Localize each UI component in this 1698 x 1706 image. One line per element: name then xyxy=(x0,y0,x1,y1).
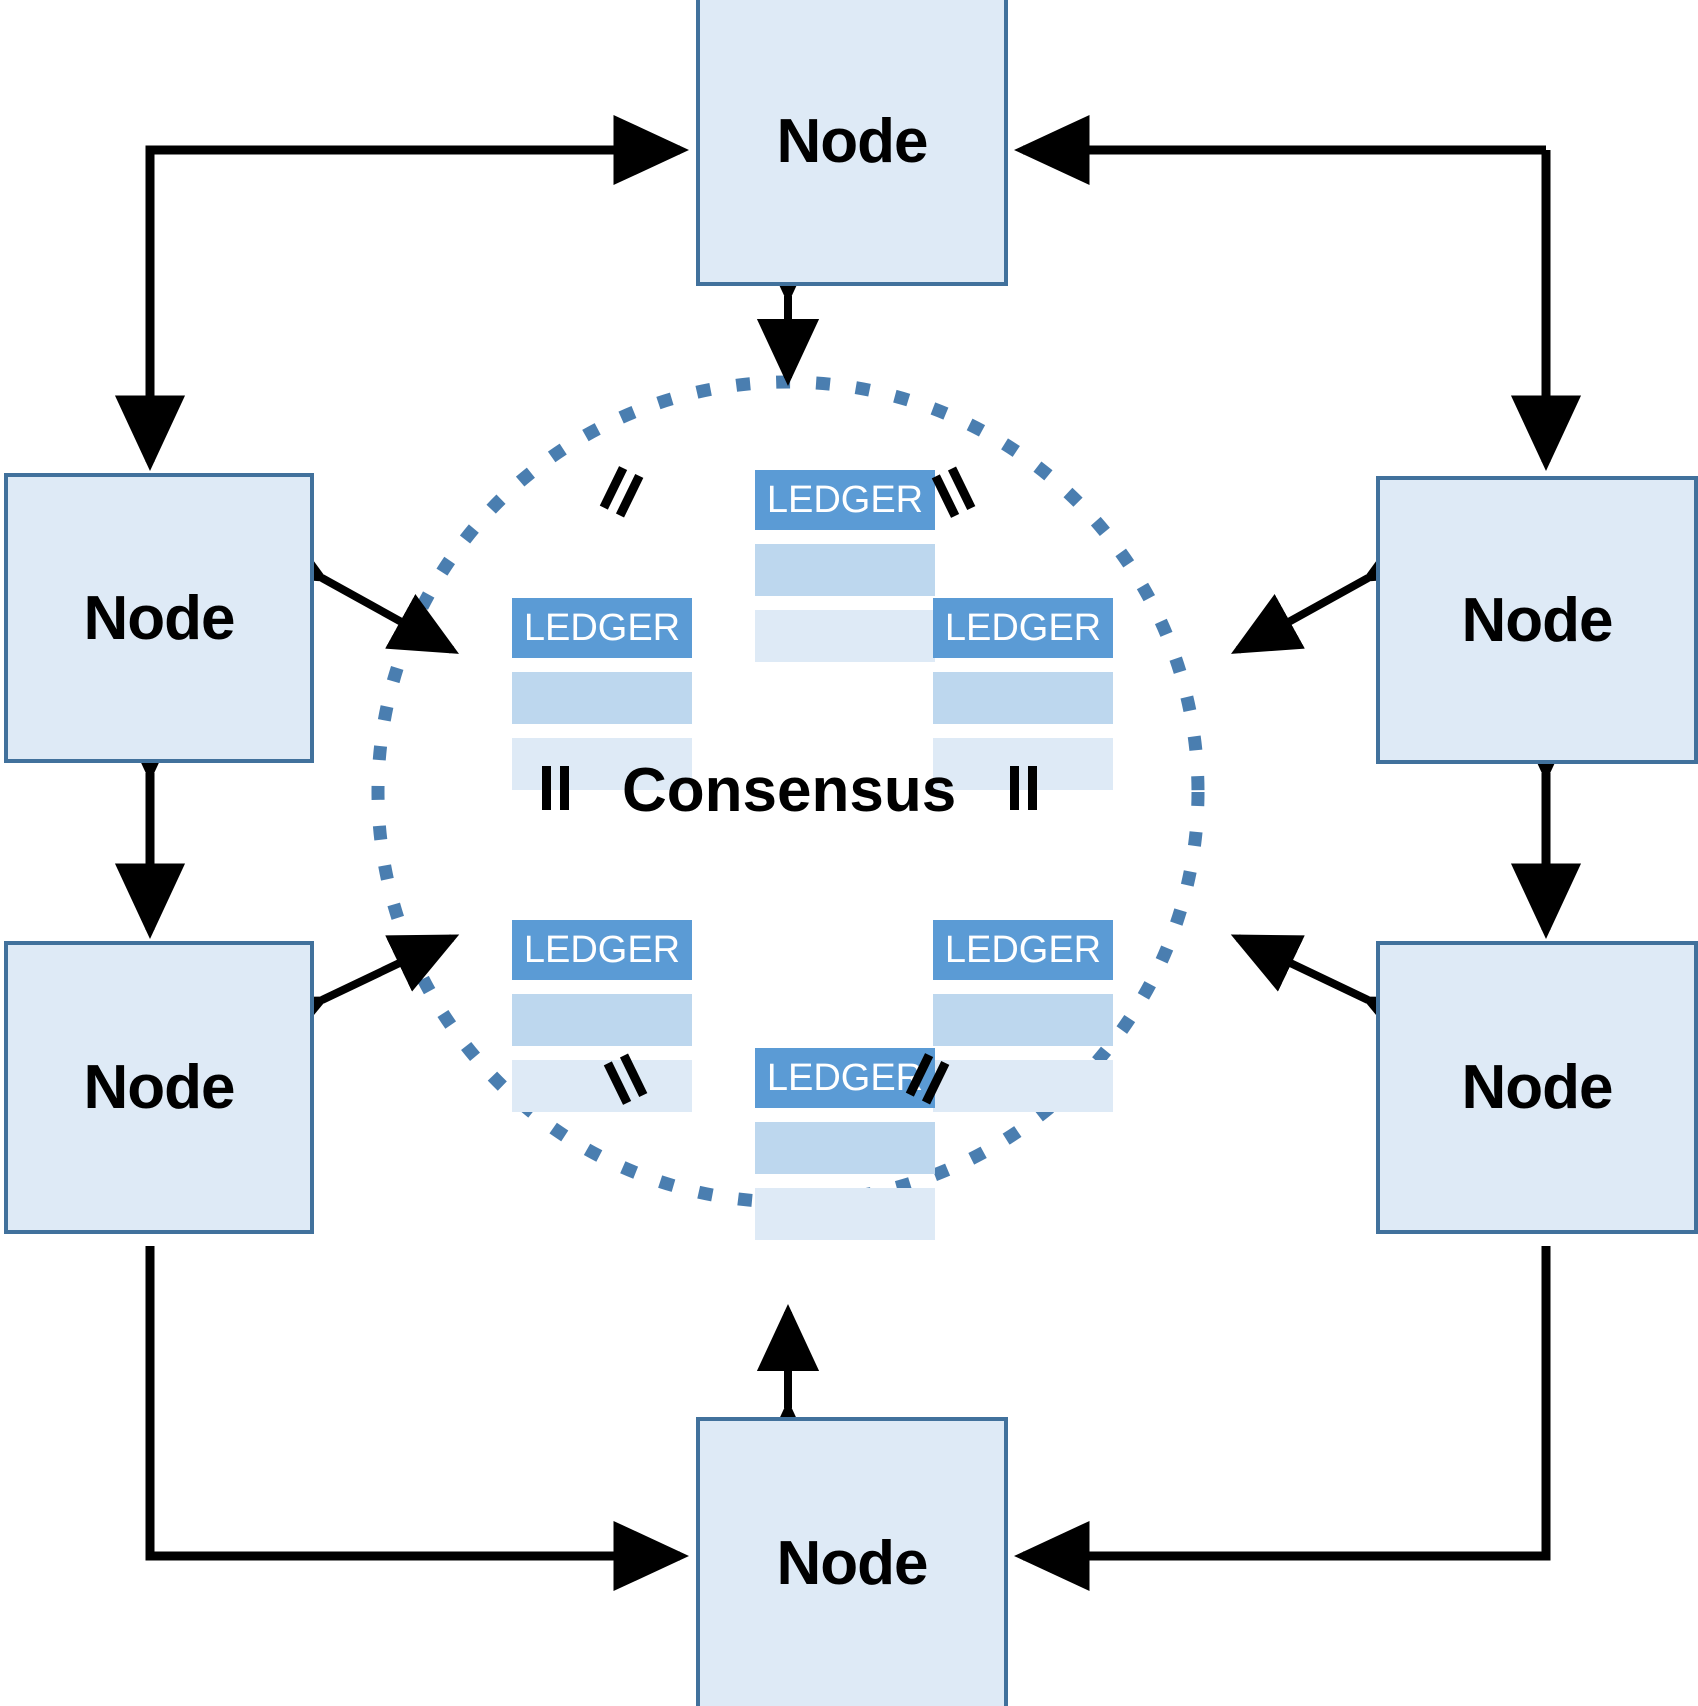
equals-icon-mid-right xyxy=(1002,766,1046,810)
ledger-header: LEDGER xyxy=(755,470,935,530)
link-left-upper-from-top xyxy=(145,114,689,462)
ledger-stack-upper-left[interactable]: LEDGER xyxy=(512,598,692,790)
equals-icon-top-left xyxy=(593,463,652,522)
node-box-left-upper[interactable]: Node xyxy=(4,473,314,763)
node-box-bottom[interactable]: Node xyxy=(696,1417,1008,1706)
ledger-header: LEDGER xyxy=(512,598,692,658)
ledger-row xyxy=(755,1188,935,1240)
consensus-label: Consensus xyxy=(622,756,957,825)
node-box-right-upper[interactable]: Node xyxy=(1376,476,1698,764)
node-label: Node xyxy=(776,106,929,176)
ledger-row xyxy=(512,672,692,724)
ledger-stack-upper-right[interactable]: LEDGER xyxy=(933,598,1113,790)
ledger-row xyxy=(512,994,692,1046)
link-right-lower-to-center xyxy=(1230,934,1435,1054)
node-label: Node xyxy=(1461,585,1614,655)
link-right-lower-to-bottom xyxy=(1014,1246,1551,1592)
link-left-upper-to-center xyxy=(255,522,459,654)
ledger-row xyxy=(512,1060,692,1112)
ledger-stack-lower-left[interactable]: LEDGER xyxy=(512,920,692,1112)
ledger-header: LEDGER xyxy=(933,920,1113,980)
ledger-row xyxy=(755,544,935,596)
node-label: Node xyxy=(83,1053,236,1122)
ledger-stack-bottom[interactable]: LEDGER xyxy=(755,1048,935,1240)
equals-icon-mid-left xyxy=(534,766,578,810)
link-right-upper-from-top xyxy=(1014,114,1582,471)
ledger-stack-lower-right[interactable]: LEDGER xyxy=(933,920,1113,1112)
link-left-lower-to-center xyxy=(255,934,460,1054)
ledger-row xyxy=(755,1122,935,1174)
node-label: Node xyxy=(776,1529,929,1598)
ledger-row xyxy=(933,738,1113,790)
node-label: Node xyxy=(83,583,236,653)
ledger-header: LEDGER xyxy=(512,920,692,980)
ledger-header: LEDGER xyxy=(755,1048,935,1108)
ledger-row xyxy=(933,994,1113,1046)
node-label: Node xyxy=(1461,1053,1614,1122)
ledger-row xyxy=(755,610,935,662)
ledger-row xyxy=(933,672,1113,724)
ledger-header: LEDGER xyxy=(933,598,1113,658)
node-box-left-lower[interactable]: Node xyxy=(4,941,314,1234)
ledger-row xyxy=(933,1060,1113,1112)
node-box-right-lower[interactable]: Node xyxy=(1376,941,1698,1234)
link-right-upper-to-center xyxy=(1231,522,1435,654)
link-left-lower-to-bottom xyxy=(145,1246,689,1592)
ledger-stack-top[interactable]: LEDGER xyxy=(755,470,935,662)
node-box-top[interactable]: Node xyxy=(696,0,1008,286)
